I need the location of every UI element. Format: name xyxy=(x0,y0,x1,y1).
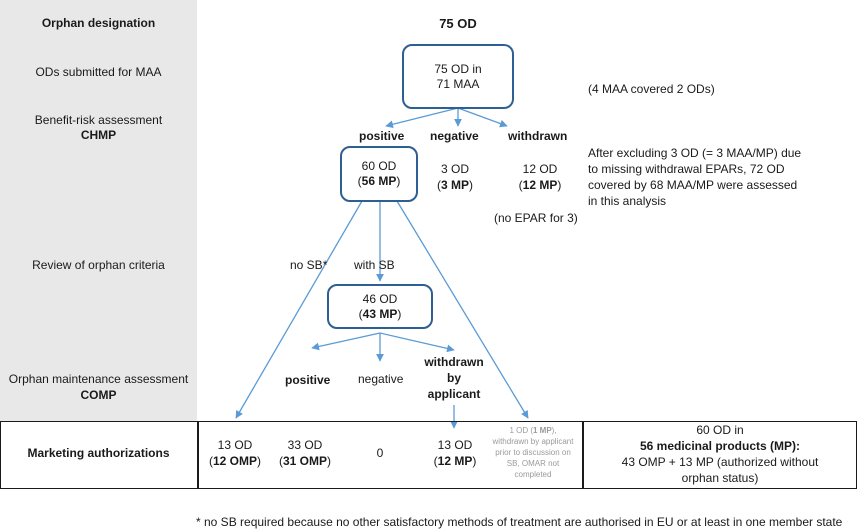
ma-col1-omp: 12 OMP xyxy=(212,454,257,468)
chmp-negative-od: 3 OD xyxy=(440,162,469,176)
stage-chmp: CHMP xyxy=(80,128,117,142)
comp-withdrawn-line3: applicant xyxy=(427,387,481,401)
ma-col2-omp-line: (31 OMP) xyxy=(278,454,331,468)
comp-withdrawn-line2: by xyxy=(446,371,461,385)
chmp-positive-label: positive xyxy=(359,129,405,143)
table-divider-right xyxy=(582,421,584,489)
ma-col3-value: 0 xyxy=(376,446,384,460)
ma-col4-mp-line: (12 MP) xyxy=(433,454,477,468)
submitted-box-line2: 71 MAA xyxy=(436,76,480,91)
stage-benefit-risk: Benefit-risk assessment xyxy=(34,113,163,127)
exclusion-note-line2: to missing withdrawal EPARs, 72 OD xyxy=(588,162,785,176)
exclusion-note-line1: After excluding 3 OD (= 3 MAA/MP) due xyxy=(588,146,802,160)
summary-line4: orphan status) xyxy=(681,471,759,485)
chmp-withdrawn-mp: 12 MP xyxy=(522,178,558,192)
summary-line2: 56 medicinal products (MP): xyxy=(639,439,801,453)
ma-col4-od: 13 OD xyxy=(437,438,473,452)
ma-col5-note: 1 OD (1 MP), withdrawn by applicant prio… xyxy=(492,425,574,480)
with-sb-label: with SB xyxy=(354,258,395,272)
with-sb-mp: 43 MP xyxy=(362,306,398,321)
no-sb-label: no SB* xyxy=(290,258,328,272)
chmp-withdrawn-label: withdrawn xyxy=(508,129,568,143)
sidebar-background xyxy=(0,0,197,422)
comp-negative-label: negative xyxy=(358,372,404,386)
arrow-withdrawn-before-sb xyxy=(396,200,529,419)
stage-ods-submitted: ODs submitted for MAA xyxy=(35,65,162,79)
comp-positive-label: positive xyxy=(285,373,331,387)
chmp-negative-mp: 3 MP xyxy=(440,178,469,192)
with-sb-box: 46 OD (43 MP) xyxy=(327,284,433,329)
ma-col5-rest: withdrawn by applicant prior to discussi… xyxy=(492,437,574,479)
submitted-box-line1: 75 OD in xyxy=(434,61,482,76)
chmp-negative-mp-line: (3 MP) xyxy=(436,178,473,192)
chmp-positive-box: 60 OD (56 MP) xyxy=(340,146,418,202)
arrow-no-sb xyxy=(235,200,363,419)
chmp-negative-label: negative xyxy=(430,129,479,143)
submitted-box: 75 OD in 71 MAA xyxy=(402,44,514,109)
arrow-to-chmp-positive xyxy=(385,107,459,129)
ma-col5-pre: 1 OD ( xyxy=(509,426,533,435)
footnote: * no SB required because no other satisf… xyxy=(196,515,843,529)
ma-col2-od: 33 OD xyxy=(287,438,323,452)
marketing-authorizations-table xyxy=(0,421,857,489)
maa-note: (4 MAA covered 2 ODs) xyxy=(588,82,715,96)
arrow-to-comp-positive xyxy=(311,332,381,351)
no-epar-note: (no EPAR for 3) xyxy=(494,211,578,225)
arrow-to-comp-withdrawn xyxy=(379,332,455,353)
exclusion-note-line4: in this analysis xyxy=(588,194,667,208)
ma-col5-post: ), xyxy=(551,426,557,435)
chmp-withdrawn-od: 12 OD xyxy=(522,162,558,176)
table-divider-left xyxy=(197,421,199,489)
stage-comp: COMP xyxy=(80,388,117,402)
stage-review-orphan-criteria: Review of orphan criteria xyxy=(32,258,165,272)
chmp-positive-mp: 56 MP xyxy=(361,174,397,188)
summary-line3: 43 OMP + 13 MP (authorized without xyxy=(621,455,819,469)
stage-orphan-maintenance: Orphan maintenance assessment xyxy=(8,372,189,386)
chmp-positive-mp-line: (56 MP) xyxy=(357,174,401,188)
ma-col4-mp: 12 MP xyxy=(437,454,473,468)
chmp-positive-od: 60 OD xyxy=(361,159,397,173)
exclusion-note-line3: covered by 68 MAA/MP were assessed xyxy=(588,178,798,192)
comp-withdrawn-line1: withdrawn xyxy=(424,355,484,369)
ma-col5-mp: 1 MP xyxy=(533,426,552,435)
marketing-authorizations-label: Marketing authorizations xyxy=(27,446,170,460)
stage-orphan-designation: Orphan designation xyxy=(41,16,156,30)
summary-line1: 60 OD in xyxy=(696,423,744,437)
ma-col2-omp: 31 OMP xyxy=(282,454,327,468)
with-sb-od: 46 OD xyxy=(362,291,398,306)
with-sb-mp-line: (43 MP) xyxy=(358,306,402,321)
total-od: 75 OD xyxy=(439,16,477,31)
chmp-withdrawn-mp-line: (12 MP) xyxy=(518,178,562,192)
ma-col1-omp-line: (12 OMP) xyxy=(208,454,261,468)
ma-col1-od: 13 OD xyxy=(217,438,253,452)
arrow-to-chmp-withdrawn xyxy=(457,107,508,128)
